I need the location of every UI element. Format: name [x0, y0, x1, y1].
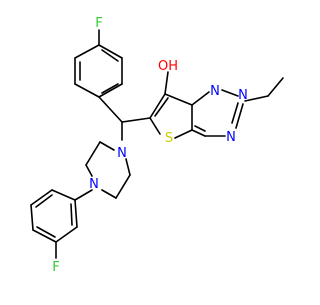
- bond: [121, 117, 151, 123]
- bond: [101, 49, 119, 62]
- bond: [74, 83, 100, 98]
- hydroxyl-label: OH: [158, 59, 178, 74]
- bond: [221, 89, 239, 97]
- bond: [98, 44, 123, 59]
- bond: [194, 125, 206, 132]
- bond: [74, 199, 78, 228]
- bond: [115, 174, 131, 199]
- bond: [35, 194, 53, 208]
- bond: [85, 164, 93, 177]
- bond: [99, 141, 115, 151]
- bond: [174, 129, 193, 139]
- bond: [164, 71, 169, 95]
- bond: [70, 203, 73, 226]
- bond: [55, 226, 78, 243]
- fluorine-top-label: F: [95, 16, 102, 31]
- bond: [164, 93, 193, 106]
- bond: [30, 204, 34, 231]
- bond: [101, 83, 119, 94]
- bottom-fluorophenyl-ring: [30, 189, 78, 259]
- thiazolo-triazole-core: [149, 71, 284, 139]
- bond: [51, 189, 76, 201]
- bond: [235, 103, 244, 129]
- bond: [244, 95, 269, 102]
- triazole-n3-label: N: [226, 130, 236, 145]
- bond: [101, 189, 117, 199]
- bond: [98, 83, 123, 98]
- bond: [30, 189, 53, 206]
- bond: [36, 226, 56, 238]
- triazole-n1-label: N: [210, 84, 220, 99]
- piperazine-n-bottom-label: N: [89, 177, 99, 192]
- bond: [125, 158, 131, 176]
- bond: [149, 117, 161, 135]
- bond: [74, 44, 100, 59]
- bond: [74, 189, 93, 201]
- bond: [85, 141, 101, 166]
- sulfur-label: S: [165, 131, 173, 146]
- piperazine-n-top-label: N: [117, 146, 127, 161]
- triazole-n2-label: N: [238, 88, 248, 103]
- bond: [191, 129, 206, 137]
- piperazine-ring: [74, 141, 131, 201]
- bond: [149, 93, 166, 119]
- fluorine-bottom-label: F: [52, 260, 59, 275]
- central-methine: [98, 96, 151, 141]
- molecule-svg: F OH N N N S N N F: [30, 16, 284, 275]
- bond: [267, 77, 284, 97]
- top-fluorophenyl-ring: [74, 29, 123, 98]
- bond: [191, 91, 210, 106]
- bond: [98, 96, 123, 123]
- atom-labels: F OH N N N S N N F: [52, 16, 248, 275]
- molecule-structure-canvas: F OH N N N S N N F: [30, 16, 284, 275]
- bond: [154, 97, 169, 117]
- bond: [32, 229, 57, 243]
- bond: [231, 102, 239, 124]
